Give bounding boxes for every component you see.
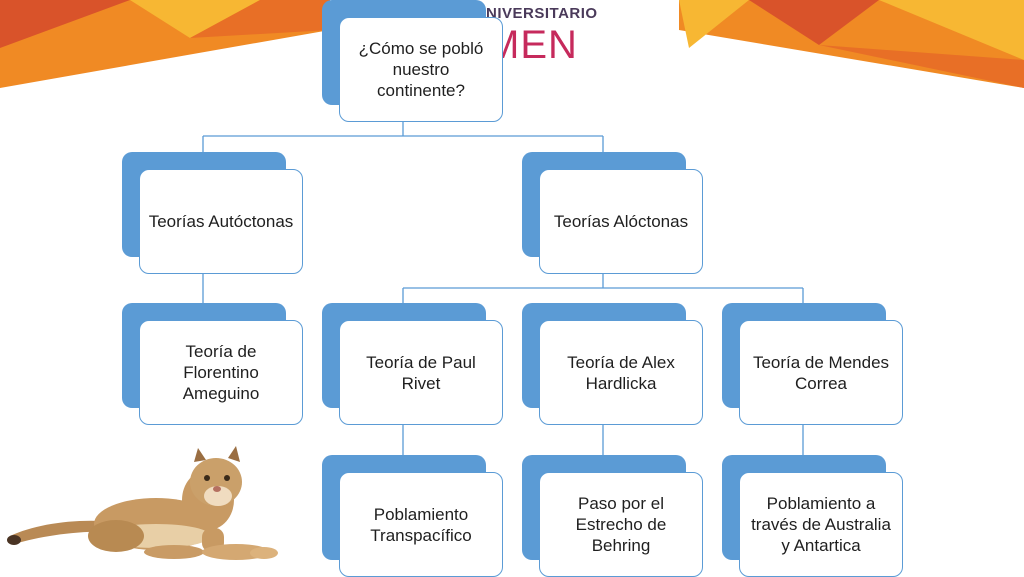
node-transpacifico: Poblamiento Transpacífico xyxy=(322,455,503,577)
logo-top-text: NIVERSITARIO xyxy=(486,5,598,22)
node-aloctonas: Teorías Alóctonas xyxy=(522,152,703,274)
node-hardlicka-label: Teoría de Alex Hardlicka xyxy=(539,320,703,425)
node-autoctonas: Teorías Autóctonas xyxy=(122,152,303,274)
node-hardlicka: Teoría de Alex Hardlicka xyxy=(522,303,703,425)
node-ameguino: Teoría de Florentino Ameguino xyxy=(122,303,303,425)
cougar-icon xyxy=(7,446,278,560)
node-transpacifico-label: Poblamiento Transpacífico xyxy=(339,472,503,577)
node-behring: Paso por el Estrecho de Behring xyxy=(522,455,703,577)
orange-banner-right xyxy=(679,0,1024,88)
node-mendes-label: Teoría de Mendes Correa xyxy=(739,320,903,425)
node-behring-label: Paso por el Estrecho de Behring xyxy=(539,472,703,577)
node-aloctonas-label: Teorías Alóctonas xyxy=(539,169,703,274)
node-mendes: Teoría de Mendes Correa xyxy=(722,303,903,425)
node-australia: Poblamiento a través de Australia y Anta… xyxy=(722,455,903,577)
orange-banner-left xyxy=(0,0,330,88)
node-root-label: ¿Cómo se pobló nuestro continente? xyxy=(339,17,503,122)
node-rivet-label: Teoría de Paul Rivet xyxy=(339,320,503,425)
node-ameguino-label: Teoría de Florentino Ameguino xyxy=(139,320,303,425)
node-australia-label: Poblamiento a través de Australia y Anta… xyxy=(739,472,903,577)
node-rivet: Teoría de Paul Rivet xyxy=(322,303,503,425)
node-root: ¿Cómo se pobló nuestro continente? xyxy=(322,0,503,122)
node-autoctonas-label: Teorías Autóctonas xyxy=(139,169,303,274)
